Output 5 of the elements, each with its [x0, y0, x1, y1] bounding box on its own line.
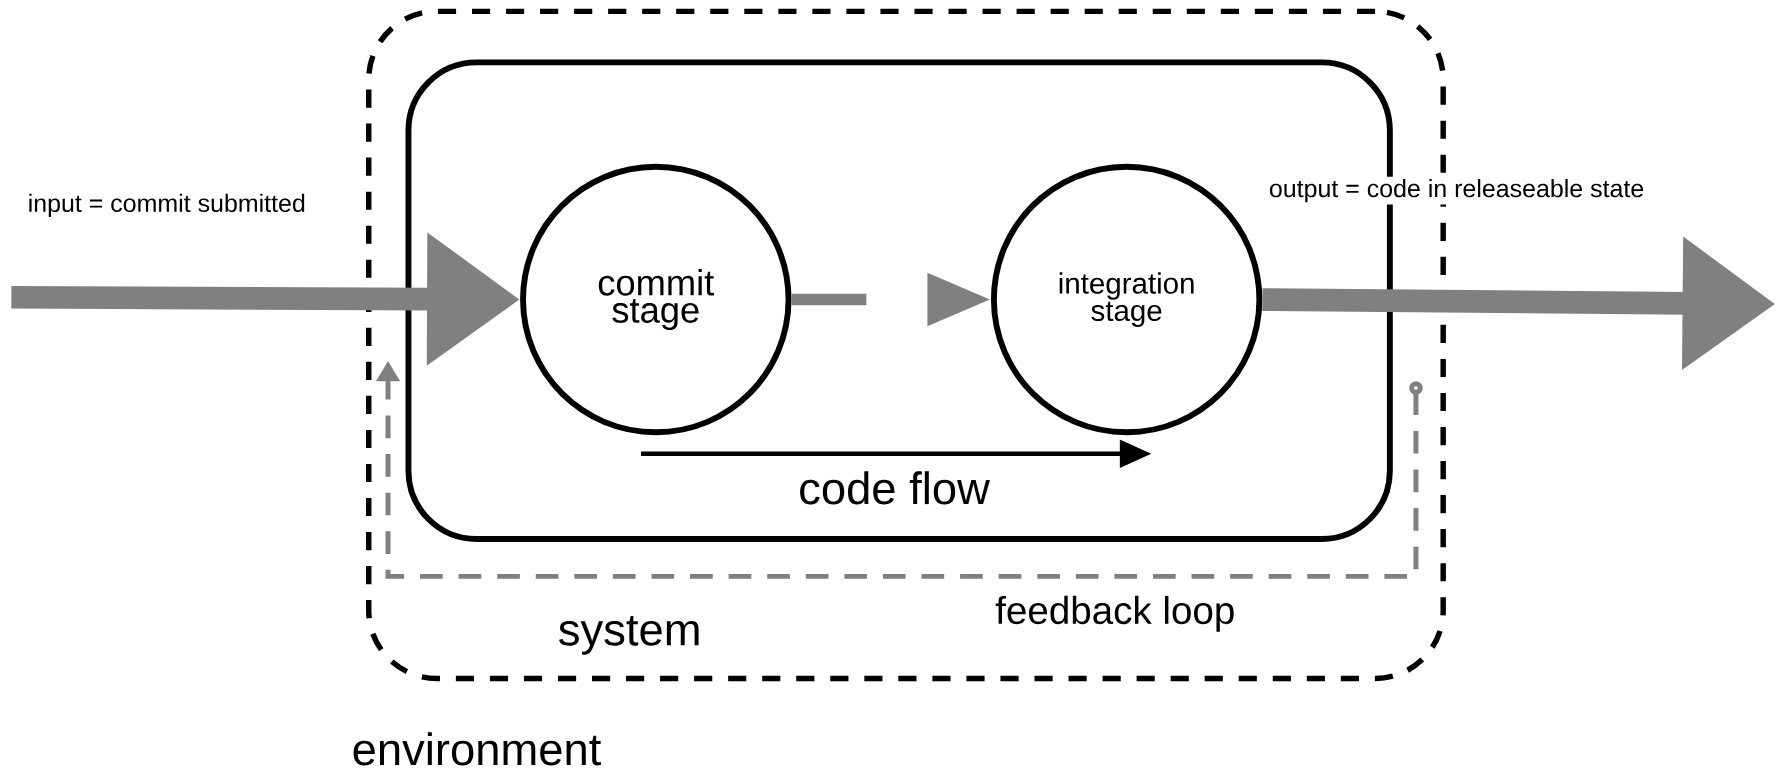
label: code flow: [800, 471, 990, 505]
edge-label: input = commit submitted: [25, 191, 309, 220]
edge-label: output = code in releaseable state: [1266, 176, 1647, 205]
label: feedback loop: [995, 595, 1234, 632]
label: environment: [353, 731, 601, 766]
